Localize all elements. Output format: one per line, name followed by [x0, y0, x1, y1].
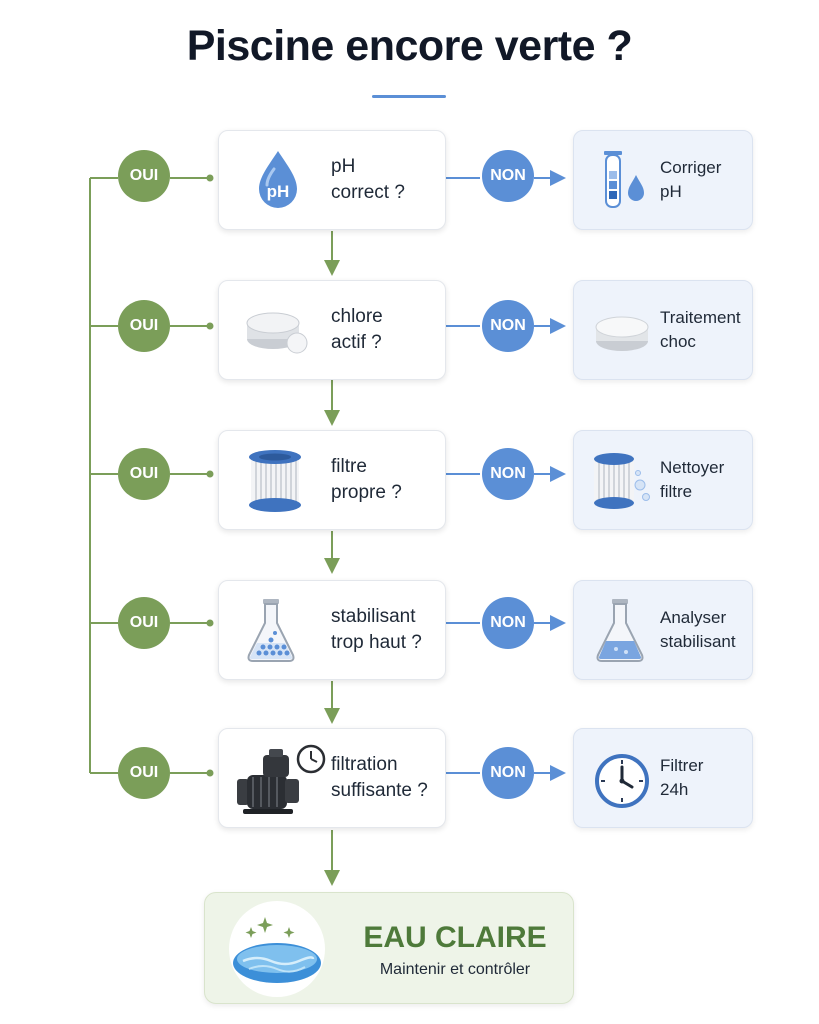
analysis-flask-icon [590, 595, 654, 665]
ph-drop-icon: pH [243, 145, 313, 215]
no-badge: NON [482, 597, 534, 649]
action-line: Filtrer [660, 756, 704, 775]
no-badge: NON [482, 150, 534, 202]
question-line: filtration [331, 754, 398, 775]
question-line: correct ? [331, 182, 405, 203]
question-line: filtre [331, 456, 367, 477]
question-box-ph: pH pH correct ? [218, 130, 446, 230]
action-box-nettoyer-filtre: Nettoyer filtre [573, 430, 753, 530]
connector-dot [206, 322, 214, 330]
svg-text:pH: pH [267, 182, 290, 201]
yes-badge: OUI [118, 747, 170, 799]
action-line: Nettoyer [660, 458, 725, 477]
question-box-chlore: chlore actif ? [218, 280, 446, 380]
action-box-filtrer-24h: Filtrer 24h [573, 728, 753, 828]
test-tube-icon [590, 145, 654, 215]
filter-cartridge-icon [243, 445, 313, 515]
clock-icon [590, 743, 654, 813]
yes-badge: OUI [118, 597, 170, 649]
chlorine-tablet-icon [243, 295, 313, 365]
connector-dot [206, 174, 214, 182]
action-line: choc [660, 332, 696, 351]
question-box-filtration: filtration suffisante ? [218, 728, 446, 828]
action-line: filtre [660, 482, 693, 501]
yes-badge: OUI [118, 300, 170, 352]
action-line: Corriger [660, 158, 722, 177]
question-line: trop haut ? [331, 632, 422, 653]
action-line: stabilisant [660, 632, 736, 651]
question-line: actif ? [331, 332, 382, 353]
shock-tablet-icon [590, 295, 654, 365]
final-result-box: EAU CLAIRE Maintenir et contrôler [204, 892, 574, 1004]
yes-badge: OUI [118, 150, 170, 202]
action-line: pH [660, 182, 682, 201]
clear-pool-icon [227, 899, 327, 999]
clean-filter-icon [590, 445, 654, 515]
connector-dot [206, 769, 214, 777]
question-box-filtre: filtre propre ? [218, 430, 446, 530]
title-underline [372, 95, 446, 98]
question-line: stabilisant [331, 606, 416, 627]
flask-icon [243, 595, 313, 665]
action-line: 24h [660, 780, 689, 799]
action-line: Traitement [660, 308, 741, 327]
question-line: propre ? [331, 482, 402, 503]
action-box-analyser-stabilisant: Analyser stabilisant [573, 580, 753, 680]
question-line: chlore [331, 306, 383, 327]
yes-badge: OUI [118, 448, 170, 500]
question-line: pH [331, 156, 356, 177]
action-box-corriger-ph: Corriger pH [573, 130, 753, 230]
no-badge: NON [482, 747, 534, 799]
no-badge: NON [482, 448, 534, 500]
action-box-traitement-choc: Traitement choc [573, 280, 753, 380]
pump-clock-icon [233, 743, 327, 814]
final-title: EAU CLAIRE [363, 921, 547, 954]
connector-dot [206, 470, 214, 478]
page-title: Piscine encore verte ? [186, 22, 633, 70]
action-line: Analyser [660, 608, 727, 627]
question-box-stabilisant: stabilisant trop haut ? [218, 580, 446, 680]
question-line: suffisante ? [331, 780, 428, 801]
connector-dot [206, 619, 214, 627]
no-badge: NON [482, 300, 534, 352]
final-subtitle: Maintenir et contrôler [379, 961, 531, 978]
